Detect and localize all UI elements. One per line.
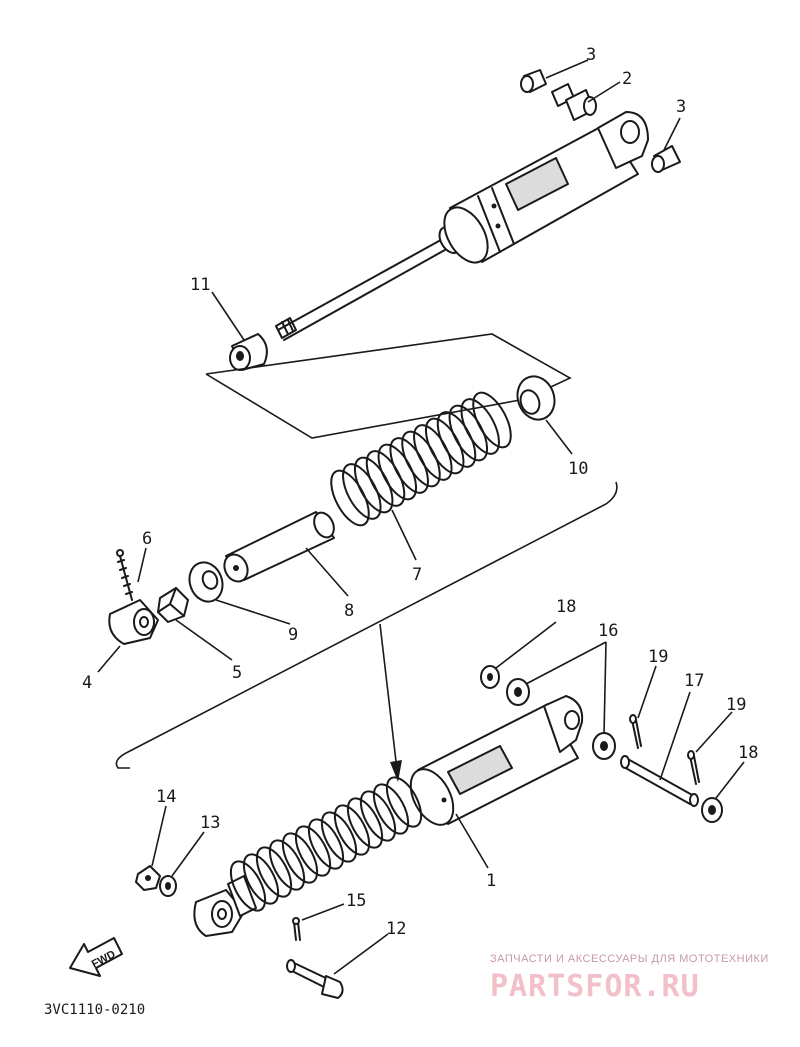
washer-9 bbox=[188, 561, 224, 603]
callout-3-right: 3 bbox=[676, 97, 686, 117]
spring-coil bbox=[353, 456, 394, 514]
callout-11: 11 bbox=[190, 275, 210, 295]
bushing-16-b bbox=[592, 732, 616, 760]
bushing-3-upper bbox=[520, 69, 547, 93]
cotter-pin-19-left bbox=[629, 714, 642, 749]
washer-18-upper bbox=[480, 665, 500, 689]
callout-1: 1 bbox=[486, 871, 496, 891]
watermark: ЗАПЧАСТИ И АКСЕССУАРЫ ДЛЯ МОТОТЕХНИКИ PA… bbox=[490, 953, 769, 1004]
bolt-6 bbox=[116, 549, 133, 601]
spring-coil bbox=[268, 839, 306, 891]
callout-13: 13 bbox=[200, 813, 220, 833]
coil-spring-assembled bbox=[229, 776, 423, 912]
spring-coil bbox=[389, 437, 429, 494]
callout-15: 15 bbox=[346, 891, 366, 911]
spring-coil bbox=[359, 790, 397, 842]
pin-17 bbox=[620, 755, 699, 807]
leader-lines bbox=[97, 59, 745, 975]
spring-coil bbox=[255, 846, 293, 898]
callout-9: 9 bbox=[288, 625, 298, 645]
callout-6: 6 bbox=[142, 529, 152, 549]
callout-19-right: 19 bbox=[726, 695, 746, 715]
coil-spring-7 bbox=[330, 391, 512, 527]
callout-19-left: 19 bbox=[648, 647, 668, 667]
assembly-arrow bbox=[379, 623, 402, 782]
callout-12: 12 bbox=[386, 919, 406, 939]
callout-2: 2 bbox=[622, 69, 632, 89]
spring-coil bbox=[472, 391, 512, 449]
bump-stop-11 bbox=[229, 333, 268, 371]
callout-3-upper: 3 bbox=[586, 45, 596, 65]
cotter-pin-19-right bbox=[687, 750, 700, 785]
spring-coil bbox=[307, 818, 345, 870]
callout-14: 14 bbox=[156, 787, 176, 807]
bolt-12 bbox=[286, 959, 344, 999]
spring-seat-10 bbox=[516, 375, 556, 421]
spring-coil bbox=[333, 804, 371, 856]
spring-coil bbox=[320, 811, 358, 863]
callout-7: 7 bbox=[412, 565, 422, 585]
cotter-pin-15 bbox=[292, 917, 301, 941]
callout-10: 10 bbox=[568, 459, 588, 479]
spring-coil bbox=[294, 825, 332, 877]
callout-numbers: 3 2 3 11 10 7 8 9 5 6 4 1 18 16 19 17 19… bbox=[82, 45, 758, 939]
spring-coil bbox=[346, 797, 384, 849]
callout-5: 5 bbox=[232, 663, 242, 683]
damper-body-top bbox=[275, 111, 649, 341]
lower-eye-4 bbox=[108, 599, 159, 645]
callout-17: 17 bbox=[684, 671, 704, 691]
sleeve-8 bbox=[223, 511, 335, 583]
callout-18-lower: 18 bbox=[738, 743, 758, 763]
washer-18-lower bbox=[701, 797, 723, 823]
fwd-direction-arrow: FWD bbox=[69, 937, 123, 977]
watermark-tagline: ЗАПЧАСТИ И АКСЕССУАРЫ ДЛЯ МОТОТЕХНИКИ bbox=[490, 953, 769, 965]
watermark-brand: PARTSFOR.RU bbox=[490, 969, 700, 1004]
callout-16: 16 bbox=[598, 621, 618, 641]
callout-4: 4 bbox=[82, 673, 92, 693]
spring-coil bbox=[385, 776, 423, 828]
spring-coil bbox=[281, 832, 319, 884]
spring-coil bbox=[424, 417, 465, 475]
spring-coil bbox=[372, 783, 410, 835]
nut-5 bbox=[157, 587, 189, 623]
group-outline-middle bbox=[115, 481, 618, 769]
spring-coil bbox=[460, 398, 500, 455]
spring-coil bbox=[242, 853, 280, 905]
nut-14 bbox=[135, 865, 161, 891]
spring-coil bbox=[229, 860, 267, 912]
bushing-3-right bbox=[651, 145, 681, 173]
washer-13 bbox=[159, 875, 177, 897]
callout-18-upper: 18 bbox=[556, 597, 576, 617]
collar-2 bbox=[551, 83, 597, 121]
diagram-code: 3VC1110-0210 bbox=[44, 1002, 145, 1018]
callout-8: 8 bbox=[344, 601, 354, 621]
rear-shock-assembled-1 bbox=[193, 695, 584, 937]
bushing-16-a bbox=[506, 678, 530, 706]
